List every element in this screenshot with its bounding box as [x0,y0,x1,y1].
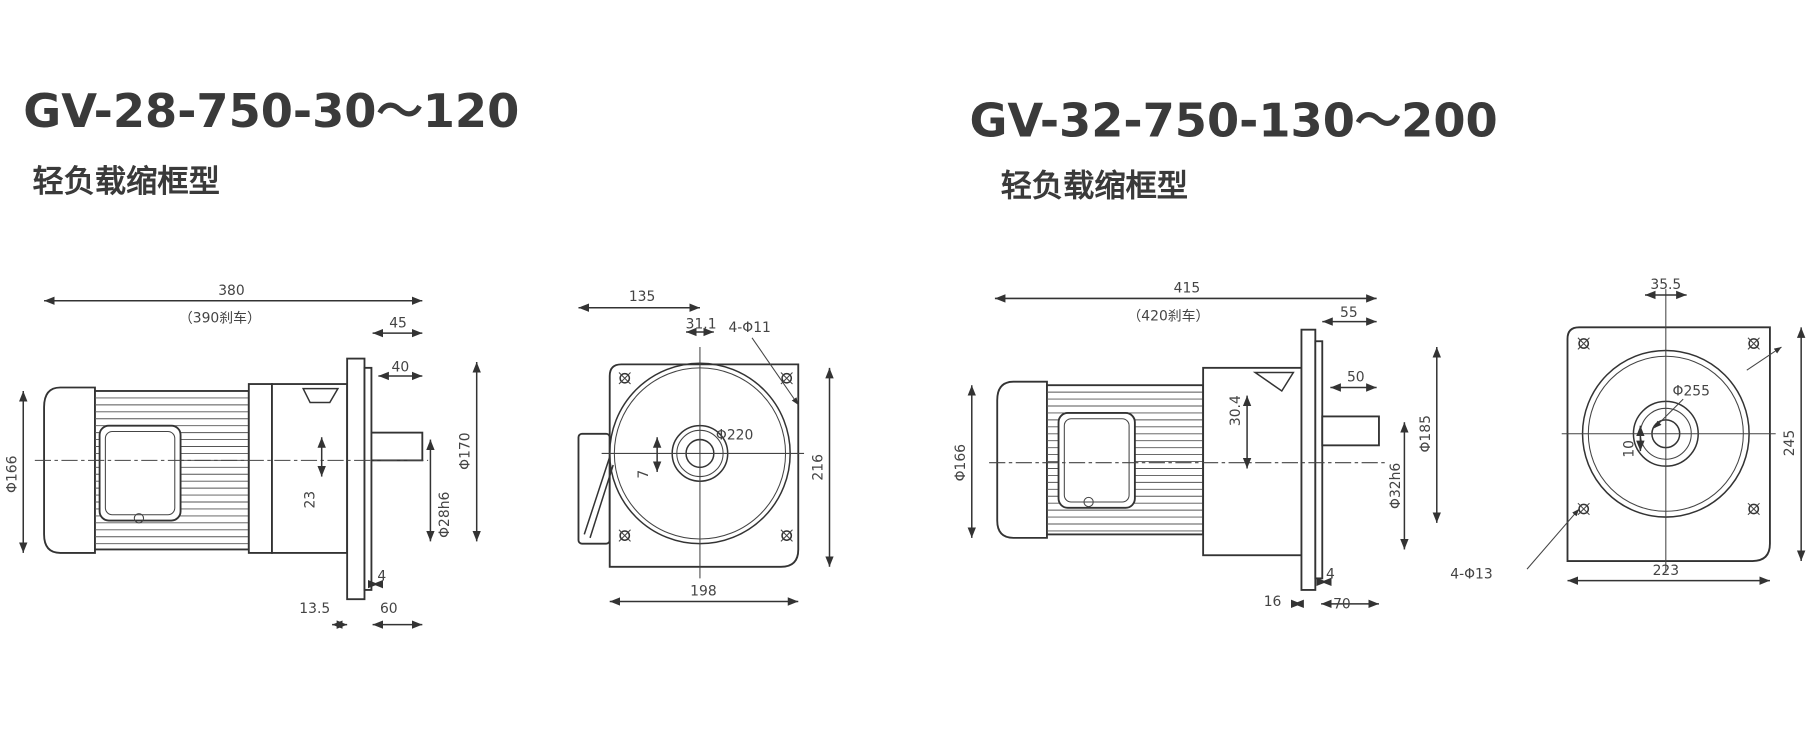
dim-drawing2-dims-d30_4-label: 30.4 [1228,395,1244,426]
dim-drawing2-dims-holes-label: 4-Φ13 [1450,566,1492,582]
dim-drawing2-dims-d70-label: 70 [1333,596,1351,612]
leader-line [751,337,799,406]
bolt-hole-cross [1747,502,1760,516]
dim-drawing2-dims-d4-label: 4 [1326,566,1335,582]
bolt-hole [619,372,631,384]
drawing1-subtitle: 轻负载缩框型 [33,164,220,200]
dim-drawing1-dims-d45-label: 45 [389,315,407,331]
drawing2-side-view [989,328,1389,591]
drawing1-side-view [34,357,429,601]
drawing2-title: GV-32-750-130～200 [969,93,1497,147]
dim-drawing1-dims-d198-label: 198 [690,584,716,600]
dim-drawing2-dims-d10-label: 10 [1621,440,1637,458]
dim-drawing2-dims-phi166-label: Φ166 [953,444,969,481]
dim-drawing2-dims-phi32-label: Φ32h6 [1388,463,1404,509]
leader-line [1746,346,1782,371]
drawing1-title: GV-28-750-30～120 [23,84,519,138]
dim-drawing2-dims-d50-label: 50 [1347,370,1365,386]
dim-drawing1-dims-overall_brake-label: （390刹车） [179,310,261,327]
leader-line [1526,508,1580,570]
bolt-hole-cross [1577,337,1590,350]
bolt-hole [1578,338,1590,349]
dim-drawing1-dims-d31_1-label: 31.1 [686,317,717,333]
dim-drawing2-dims-d245-label: 245 [1782,430,1798,456]
drawing2-front-view [1561,289,1776,573]
dim-drawing2-dims-d35_5-label: 35.5 [1650,277,1681,293]
bolt-hole-cross [618,529,631,542]
bolt-hole-cross [780,529,793,542]
dim-drawing2-dims-overall-label: 415 [1174,281,1200,297]
bolt-hole [1748,338,1760,349]
dim-drawing2-dims-d223-label: 223 [1653,563,1679,579]
bolt-hole [781,530,793,541]
bolt-hole-cross [1577,502,1590,516]
bolt-hole-cross [1747,337,1760,350]
drawing2-subtitle: 轻负载缩框型 [1001,169,1188,205]
dim-drawing1-dims-phi166-label: Φ166 [4,456,20,493]
dim-drawing1-dims-d40-label: 40 [392,359,410,375]
dim-drawing1-dims-phi28-label: Φ28h6 [437,492,453,538]
dim-drawing1-dims-phi220-label: Φ220 [716,428,753,444]
dim-drawing1-dims-d60-label: 60 [380,601,398,617]
dim-drawing2-dims-d16-label: 16 [1264,594,1282,610]
leader-line [1653,398,1684,429]
bolt-hole [619,530,631,541]
bolt-hole-cross [618,372,631,385]
dim-drawing1-dims-d4-label: 4 [377,569,386,585]
dim-drawing1-dims-d13_5-label: 13.5 [299,601,330,617]
dim-drawing2-dims-d55-label: 55 [1340,305,1358,321]
dim-drawing1-dims-phi170-label: Φ170 [458,432,474,469]
dim-drawing2-dims-phi185-label: Φ185 [1418,415,1434,452]
dim-drawing1-dims-d7-label: 7 [636,470,652,479]
dim-drawing2-dims-phi255-label: Φ255 [1673,384,1710,400]
dim-drawing1-dims-overall-label: 380 [218,283,244,299]
dim-drawing1-dims-d216-label: 216 [811,454,827,480]
drawing1-front-view [577,347,805,579]
dim-drawing1-dims-holes-label: 4-Φ11 [728,320,770,336]
bolt-hole [1748,503,1760,515]
dim-drawing2-dims-overall_brake-label: （420刹车） [1127,307,1209,324]
dim-drawing1-dims-d23-label: 23 [303,491,319,509]
dim-drawing1-dims-d135-label: 135 [629,289,655,305]
bolt-hole [781,372,793,384]
